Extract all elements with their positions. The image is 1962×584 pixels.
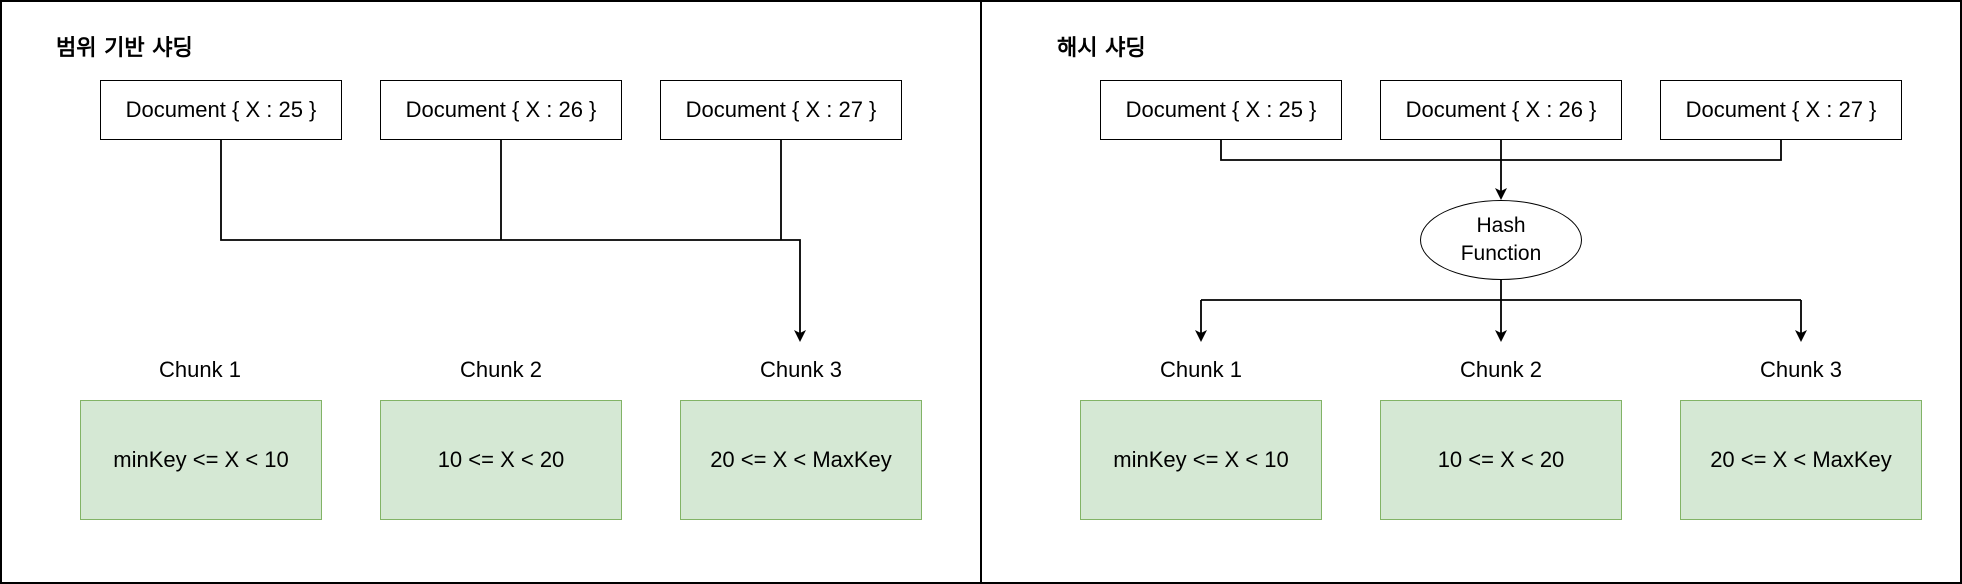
range-chunk-3-label: Chunk 3	[760, 357, 842, 382]
range-document-1: Document { X : 25 }	[100, 80, 342, 140]
range-document-3: Document { X : 27 }	[660, 80, 902, 140]
hash-document-2: Document { X : 26 }	[1380, 80, 1622, 140]
range-chunk-3: 20 <= X < MaxKey	[680, 400, 922, 520]
range-sharding-title: 범위 기반 샤딩	[56, 36, 193, 61]
hash-chunk-3-label: Chunk 3	[1760, 357, 1842, 382]
hash-document-3: Document { X : 27 }	[1660, 80, 1902, 140]
hash-document-1: Document { X : 25 }	[1100, 80, 1342, 140]
range-document-2: Document { X : 26 }	[380, 80, 622, 140]
hash-function-label-line-2: Function	[1460, 242, 1542, 265]
range-chunk-2-label: Chunk 2	[460, 357, 542, 382]
hash-function-node: Hash Function	[1420, 200, 1582, 280]
hash-function-label-line-1: Hash	[1476, 214, 1526, 237]
range-chunk-1-label: Chunk 1	[159, 357, 241, 382]
hash-chunk-1: minKey <= X < 10	[1080, 400, 1322, 520]
hash-sharding-title: 해시 샤딩	[1057, 36, 1146, 61]
hash-chunk-1-label: Chunk 1	[1160, 357, 1242, 382]
hash-chunk-2-label: Chunk 2	[1460, 357, 1542, 382]
range-chunk-1: minKey <= X < 10	[80, 400, 322, 520]
hash-chunk-2: 10 <= X < 20	[1380, 400, 1622, 520]
range-chunk-2: 10 <= X < 20	[380, 400, 622, 520]
hash-chunk-3: 20 <= X < MaxKey	[1680, 400, 1922, 520]
